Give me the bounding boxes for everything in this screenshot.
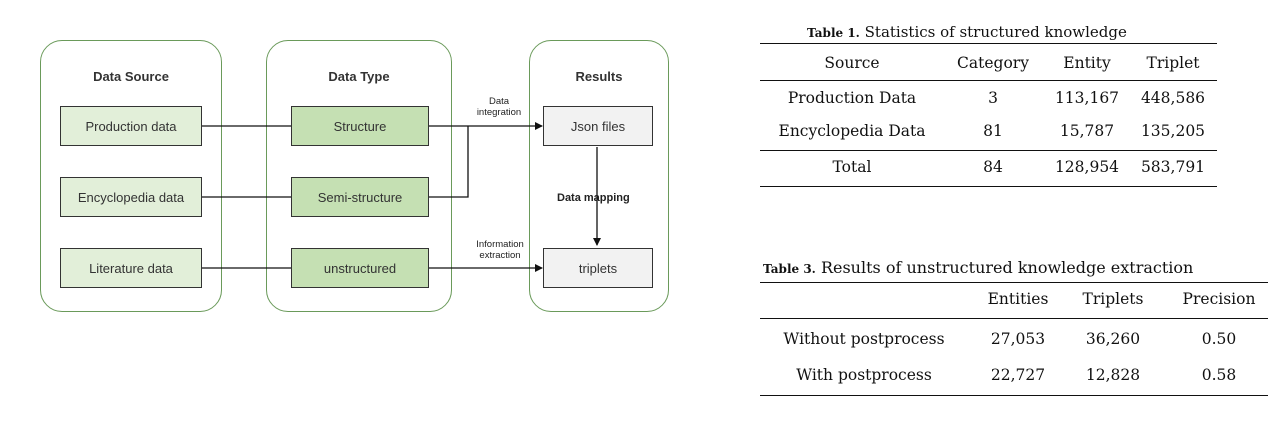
table1-top-rule (760, 43, 1217, 44)
result-triplets: triplets (543, 248, 653, 288)
table1-header-triplet: Triplet (1146, 54, 1200, 72)
table1-caption-text: Statistics of structured knowledge (864, 23, 1127, 41)
table3-row1-label: Without postprocess (783, 330, 945, 348)
data-source-title: Data Source (93, 69, 169, 84)
table1-total-rule (760, 150, 1217, 151)
type-structure: Structure (291, 106, 429, 146)
table3-caption-number: Table 3. (763, 262, 816, 276)
table1-row1-source: Production Data (787, 89, 917, 107)
table3-bottom-rule (760, 395, 1268, 396)
type-semi-structure: Semi-structure (291, 177, 429, 217)
type-unstructured: unstructured (291, 248, 429, 288)
table1-header-category: Category (957, 54, 1029, 72)
data-source-panel: Data Source (40, 40, 222, 312)
table1-total-category: 84 (983, 158, 1003, 176)
table1-row2-category: 81 (983, 122, 1003, 140)
information-extraction-label: Information extraction (476, 239, 524, 261)
table3-header-precision: Precision (1182, 290, 1256, 308)
table3-top-rule (760, 282, 1268, 283)
table1-total-triplet: 583,791 (1140, 158, 1206, 176)
connector-lines (202, 122, 601, 272)
table3-row2-entities: 22,727 (990, 366, 1046, 384)
table1-header-source: Source (824, 54, 880, 72)
table1-total-entity: 128,954 (1054, 158, 1120, 176)
table3-row1-triplets: 36,260 (1085, 330, 1141, 348)
result-json-files: Json files (543, 106, 653, 146)
results-panel: Results (529, 40, 669, 312)
table3-caption: Table 3. Results of unstructured knowled… (763, 258, 1193, 277)
table3-row2-triplets: 12,828 (1085, 366, 1141, 384)
table1-row2-triplet: 135,205 (1140, 122, 1206, 140)
table3-row1-precision: 0.50 (1201, 330, 1237, 348)
table1-caption-number: Table 1. (807, 26, 860, 40)
data-flow-diagram: Data Source Data Type Results Production… (40, 40, 669, 312)
table1-total-label: Total (832, 158, 872, 176)
table3-row1-entities: 27,053 (990, 330, 1046, 348)
table3-caption-text: Results of unstructured knowledge extrac… (820, 258, 1194, 277)
table1-header-entity: Entity (1063, 54, 1111, 72)
semistructure-merge-line (429, 126, 469, 198)
source-production: Production data (60, 106, 202, 146)
table3-header-entities: Entities (987, 290, 1049, 308)
table1-row1-entity: 113,167 (1054, 89, 1120, 107)
source-encyclopedia: Encyclopedia data (60, 177, 202, 217)
table1-row2-source: Encyclopedia Data (778, 122, 926, 140)
table3-row2-label: With postprocess (796, 366, 932, 384)
table1-row2-entity: 15,787 (1059, 122, 1115, 140)
table3-header-triplets: Triplets (1082, 290, 1144, 308)
results-title: Results (575, 69, 623, 84)
data-type-title: Data Type (328, 69, 390, 84)
table1-header-rule (760, 80, 1217, 81)
table1-row1-category: 3 (988, 89, 998, 107)
table1-row1-triplet: 448,586 (1140, 89, 1206, 107)
table1-caption: Table 1. Statistics of structured knowle… (807, 23, 1127, 41)
data-type-panel: Data Type (266, 40, 452, 312)
table3-header-rule (760, 318, 1268, 319)
data-mapping-label: Data mapping (557, 192, 630, 204)
source-literature: Literature data (60, 248, 202, 288)
table3-row2-precision: 0.58 (1201, 366, 1237, 384)
table1-bottom-rule (760, 186, 1217, 187)
data-integration-label: Data integration (476, 96, 522, 118)
